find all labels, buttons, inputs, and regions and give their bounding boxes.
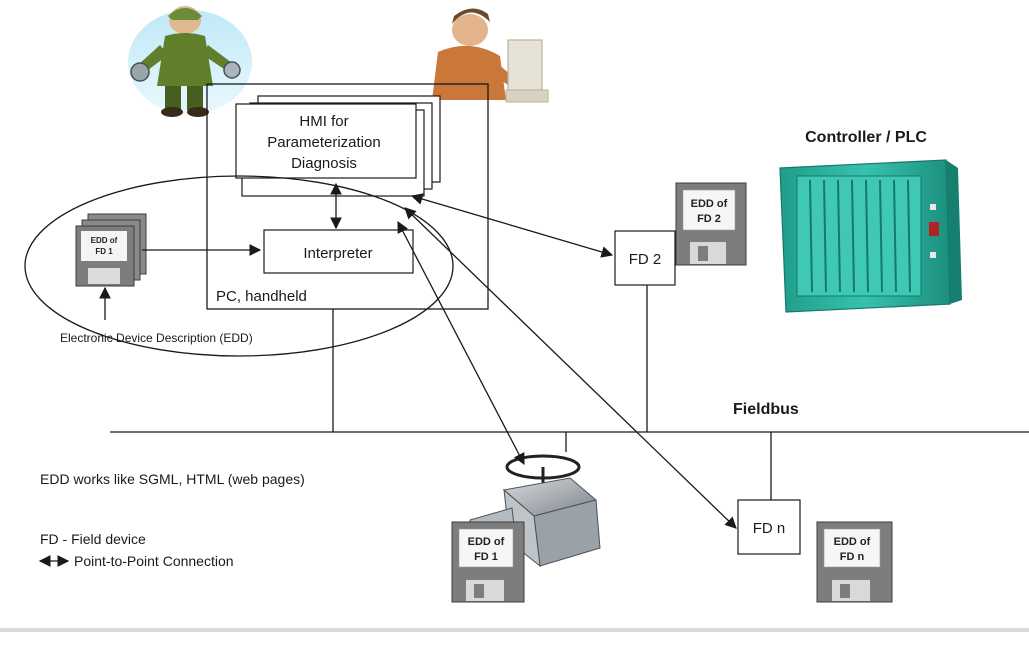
floppy-fd1-label-line2: FD 1 (474, 551, 498, 563)
pc-handheld-label: PC, handheld (216, 288, 307, 305)
controller-plc-cabinet (779, 159, 962, 313)
edd-floppy-stack-icon (75, 213, 147, 287)
controller-plc-label: Controller / PLC (805, 129, 927, 146)
floppy-stack-label-line1: EDD of (91, 236, 118, 245)
fieldbus-label: Fieldbus (733, 401, 799, 418)
connection-arrows (38, 182, 737, 567)
floppy-fd1-label-line1: EDD of (468, 536, 505, 548)
hmi-label-line2: Parameterization (267, 134, 380, 151)
bottom-separator (0, 628, 1029, 632)
p2p-fd1-arrow (397, 220, 525, 466)
floppy-fdn-label-line2: FD n (840, 551, 865, 563)
hmi-box (235, 95, 441, 197)
p2p-legend-label: Point-to-Point Connection (74, 553, 234, 569)
interpreter-label: Interpreter (303, 245, 372, 262)
fieldbus-lines (110, 285, 1029, 500)
fd2-label: FD 2 (629, 251, 662, 268)
floppy-fd2-label-line1: EDD of (691, 198, 728, 210)
fdn-label: FD n (753, 520, 786, 537)
edd-floppy-fdn-icon (816, 521, 893, 603)
edd-floppy-fd1-icon (451, 521, 525, 603)
interpreter-box (263, 229, 414, 274)
floppy-fdn-label-line1: EDD of (834, 536, 871, 548)
p2p-fd2-arrow (410, 193, 614, 258)
p2p-fdn-arrow (404, 207, 737, 529)
hmi-label-line1: HMI for (299, 113, 348, 130)
fd-definition-note: FD - Field device (40, 531, 146, 547)
technician-illustration (128, 6, 252, 117)
floppy-fd2-label-line2: FD 2 (697, 213, 721, 225)
edd-caption: Electronic Device Description (EDD) (60, 331, 253, 345)
operator-illustration (432, 8, 549, 103)
floppy-stack-label-line2: FD 1 (95, 247, 113, 256)
fdn-box (737, 499, 801, 555)
hmi-label-line3: Diagnosis (291, 155, 357, 172)
edd-works-like-note: EDD works like SGML, HTML (web pages) (40, 471, 305, 487)
